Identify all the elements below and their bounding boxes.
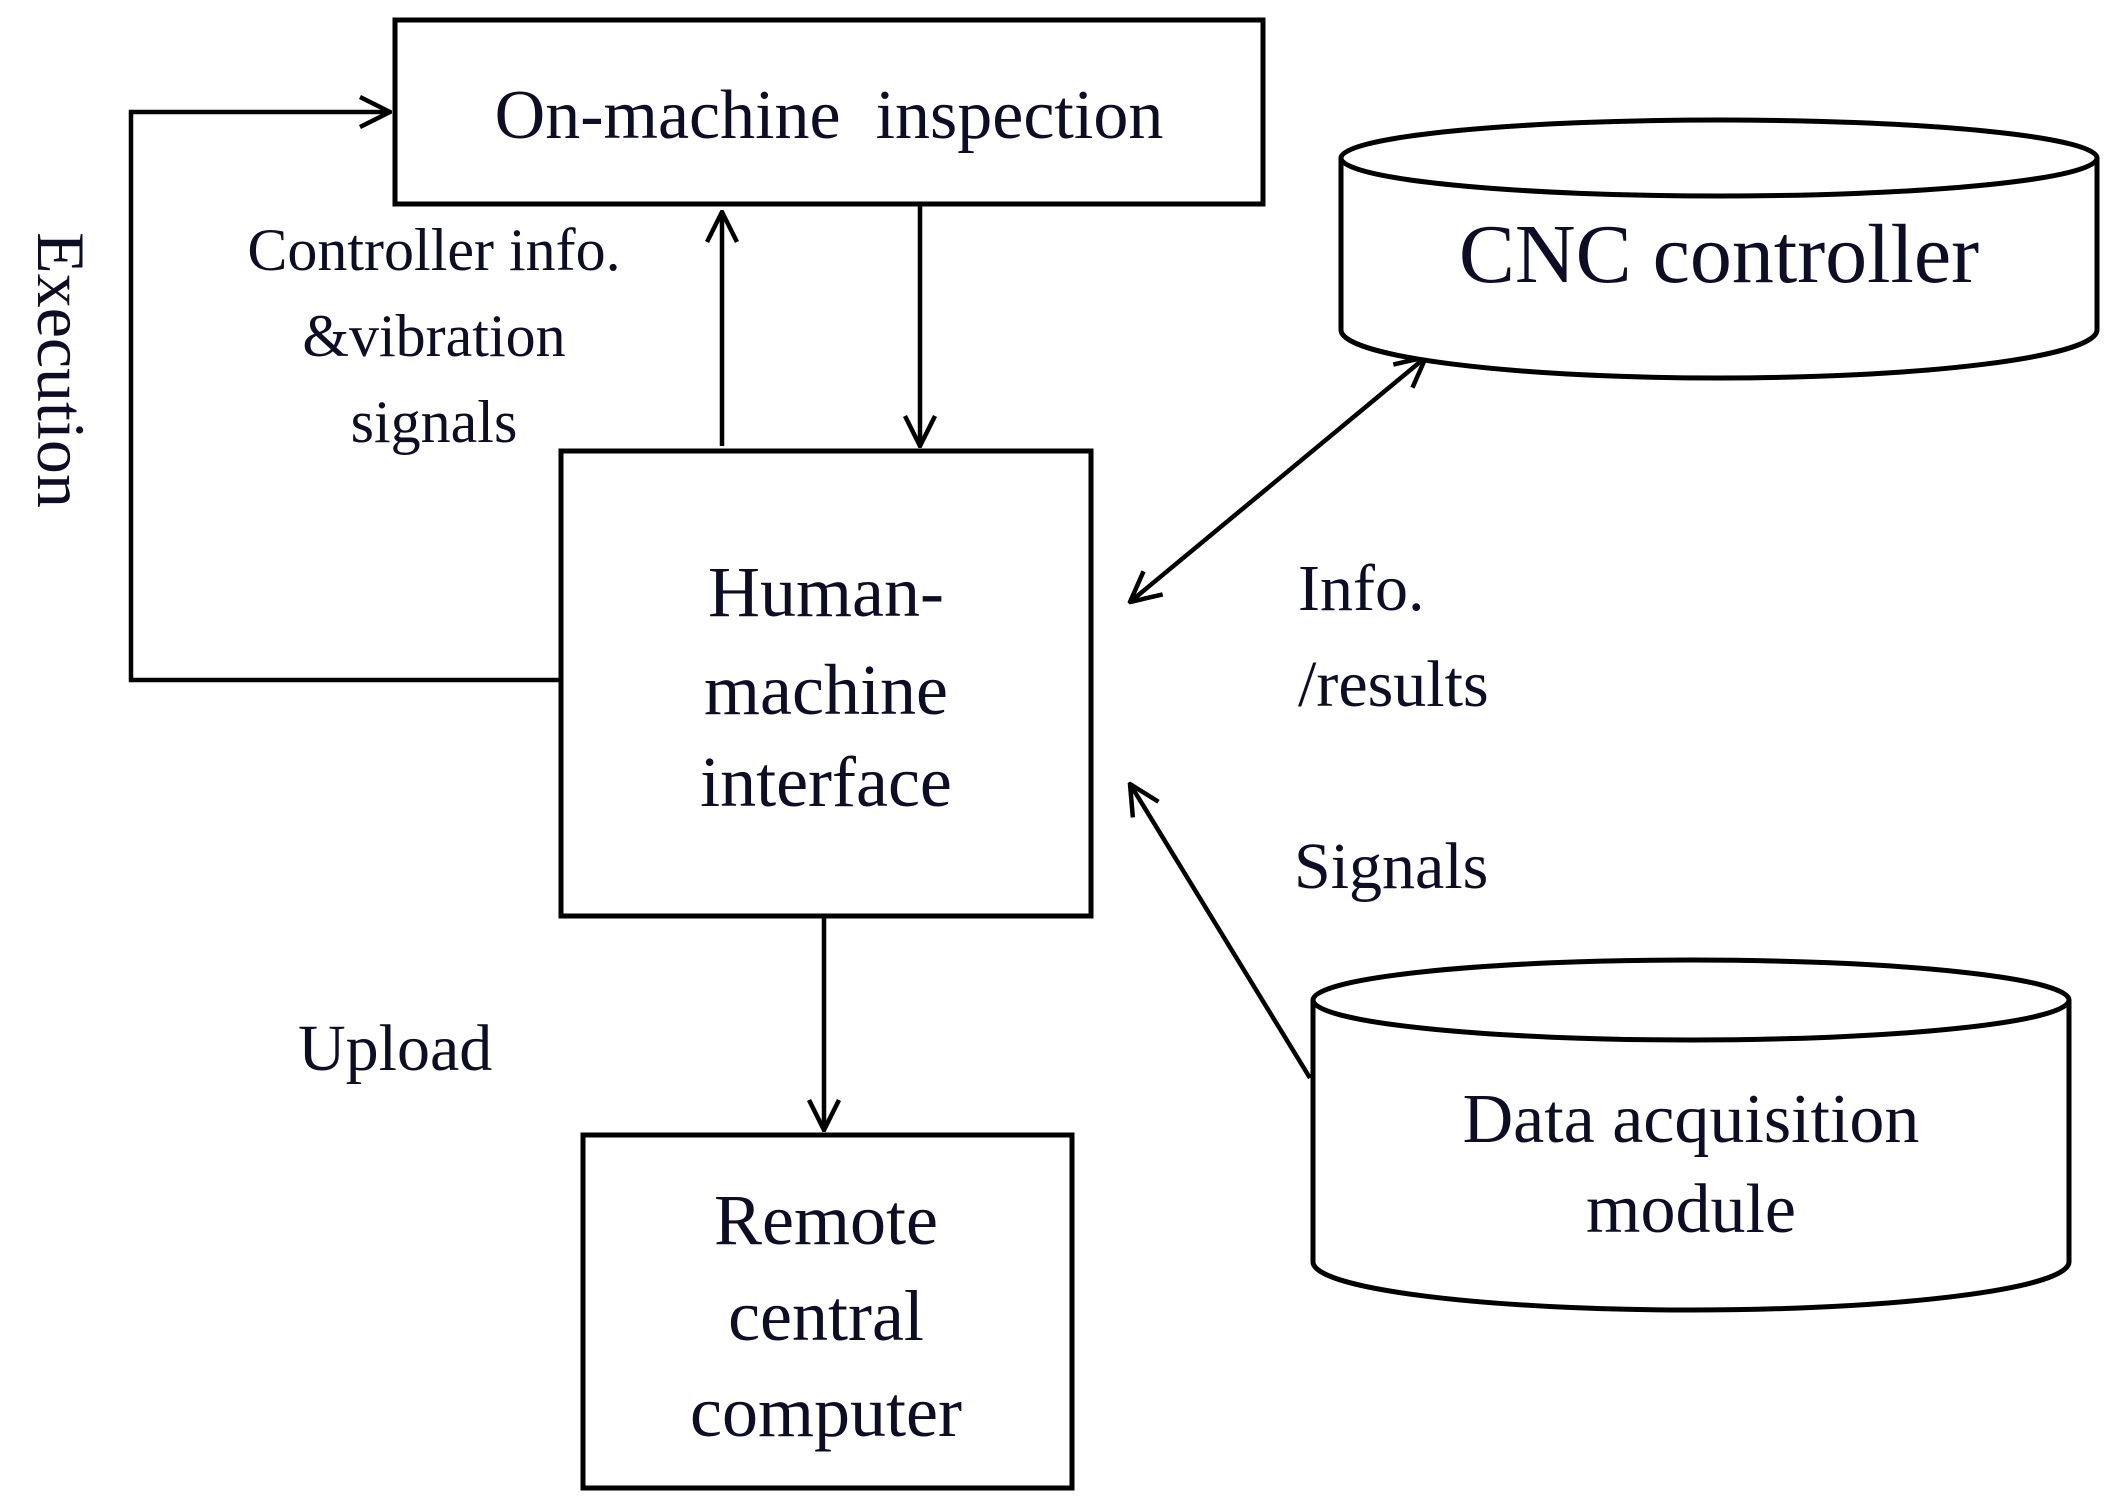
cnc-controller-label: CNC controller [1459,208,1979,301]
node-remote-central-computer: Remote central computer [580,1132,1075,1491]
node-human-machine-interface: Human- machine interface [558,448,1094,919]
execution-arrow [128,112,559,683]
remote-label-line-1: Remote [714,1180,938,1260]
node-data-acquisition-module: Data acquisition module [1310,957,2072,1313]
remote-label-line-3: computer [690,1372,962,1452]
on-machine-inspection-label: On-machine inspection [495,77,1164,154]
hmi-label-line-3: interface [700,742,952,822]
daq-to-hmi-arrow [1130,784,1312,1080]
node-on-machine-inspection: On-machine inspection [392,17,1266,207]
hmi-label-line-1: Human- [708,552,944,632]
daq-label-line-2: module [1586,1171,1796,1248]
controller-info-label-line-1: Controller info. [247,217,620,283]
remote-label-line-2: central [728,1276,924,1356]
controller-info-label-line-2: &vibration [302,303,565,369]
execution-label: Execution [23,232,99,508]
upload-label: Upload [298,1012,492,1085]
signals-label: Signals [1294,830,1488,903]
daq-label-line-1: Data acquisition [1463,1081,1920,1158]
node-cnc-controller: CNC controller [1338,117,2100,381]
hmi-label-line-2: machine [704,650,948,730]
hmi-cnc-bidirectional-arrow [1130,357,1426,602]
controller-info-label-line-3: signals [351,389,518,455]
info-results-label-line-2: /results [1298,648,1489,721]
info-results-label-line-1: Info. [1298,552,1424,625]
